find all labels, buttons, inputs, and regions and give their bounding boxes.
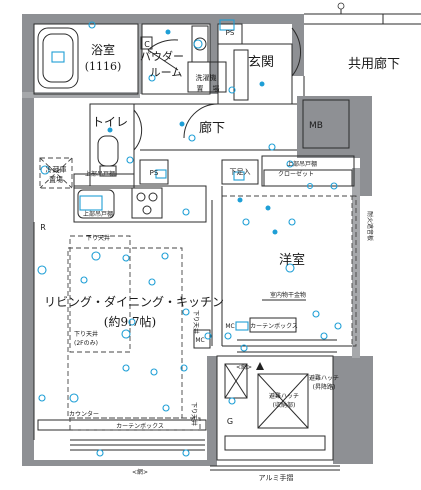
r-mark-label: R xyxy=(40,223,46,232)
curtain-box-bed-label: カーテンボックス xyxy=(250,322,298,330)
mesh-center-label: <網> xyxy=(236,363,252,371)
closet-label: クローゼット xyxy=(278,170,314,178)
indoor-dryer-label: 室内物干金物 xyxy=(270,291,306,299)
mc-bed-label: MC xyxy=(225,323,234,330)
ldk-room xyxy=(33,200,213,451)
ceiling-drop-left-label: 下り天井 xyxy=(74,330,98,338)
balcony xyxy=(210,355,340,471)
washer-label: 洗濯機 xyxy=(196,73,217,82)
upper-closet-label: 上部吊戸棚 xyxy=(287,160,317,168)
powder-label-2: ルーム xyxy=(150,66,183,79)
ldk-label: リビング・ダイニング・キッチン xyxy=(44,294,224,309)
fridge-label: 冷蔵庫 xyxy=(46,165,67,174)
common-corridor-label: 共用廊下 xyxy=(348,56,400,72)
bedroom-label: 洋室 xyxy=(279,252,305,268)
toilet-label: トイレ xyxy=(92,115,128,129)
ih-label: 上部吊戸棚 xyxy=(83,210,113,218)
hatch-lower-2-label: (収納部) xyxy=(273,401,296,409)
mb-box xyxy=(302,99,350,149)
mb-label: MB xyxy=(309,121,323,131)
mc-living-label: MC xyxy=(195,337,204,344)
bath-size-label: (1116) xyxy=(85,60,122,73)
mesh-left-label: <網> xyxy=(132,468,148,476)
structural-walls xyxy=(22,14,373,466)
hallway-label: 廊下 xyxy=(199,120,225,136)
ps-lower-label: PS xyxy=(150,169,159,177)
g-mark-label: G xyxy=(227,417,233,426)
ceiling-drop-right-label: 下り天井 xyxy=(192,310,200,334)
washer-label-2: 置 xyxy=(197,85,204,93)
c-label: C xyxy=(144,40,150,49)
ps-upper-label: PS xyxy=(226,29,235,37)
ceiling-drop-top-label: 下り天井 xyxy=(86,234,110,242)
bath-label: 浴室 xyxy=(91,42,115,57)
hatch-upper-2-label: (昇降路) xyxy=(313,383,336,391)
powder-label: パウダー xyxy=(140,49,184,63)
fridge-label-2: 置場 xyxy=(49,175,63,184)
room-labels: 浴室 (1116) パウダー ルーム 玄関 共用廊下 トイレ 廊下 洋室 リビン… xyxy=(40,29,400,482)
electrical-symbols xyxy=(37,19,342,457)
shoebox-label: 下足入 xyxy=(230,168,251,176)
washer-label-3: 場 xyxy=(213,84,220,93)
entrance-label: 玄関 xyxy=(248,55,274,70)
ceiling-drop-left-2-label: (2Fのみ) xyxy=(74,340,98,347)
ceiling-drop-bottom-label: 下り天井 xyxy=(190,402,198,426)
kitchen xyxy=(39,157,207,223)
aluminum-rail-label: アルミ手摺 xyxy=(259,473,294,482)
curtain-box-label: カーテンボックス xyxy=(116,422,164,430)
upper-hanging-label: 上部吊戸棚 xyxy=(85,170,115,178)
hatch-lower-label: 避難ハッチ xyxy=(269,392,299,400)
bedroom xyxy=(221,186,357,353)
bathroom xyxy=(33,23,139,95)
hatch-upper-label: 避難ハッチ xyxy=(309,374,339,382)
ldk-size-label: (約9.7帖) xyxy=(104,314,156,329)
counter-label: カウンター xyxy=(69,410,99,418)
fire-door-label: 耐火遮音板 xyxy=(366,211,374,241)
